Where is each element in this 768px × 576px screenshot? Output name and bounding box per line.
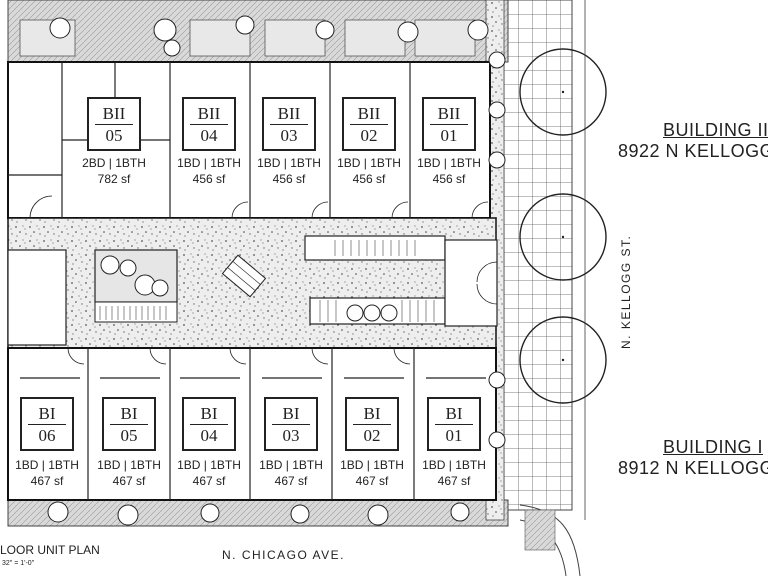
unit-number-label: 02 xyxy=(360,125,378,145)
unit-building-label: BI xyxy=(282,403,300,423)
building-i-footprint xyxy=(7,347,497,501)
unit-building-label: BII xyxy=(277,103,301,123)
unit-area: 467 sf xyxy=(437,474,471,488)
unit-area: 467 sf xyxy=(274,474,308,488)
unit-area: 467 sf xyxy=(355,474,389,488)
unit-number-label: 03 xyxy=(282,425,300,445)
unit-info-bi-01: 1BD | 1BTH 467 sf xyxy=(416,457,492,489)
unit-building-label: BI xyxy=(363,403,381,423)
shrubs xyxy=(47,15,506,526)
unit-info-bii-03: 1BD | 1BTH 456 sf xyxy=(251,155,327,187)
unit-info-bi-05: 1BD | 1BTH 467 sf xyxy=(91,457,167,489)
unit-layout: 1BD | 1BTH xyxy=(337,156,401,170)
unit-info-bii-01: 1BD | 1BTH 456 sf xyxy=(411,155,487,187)
unit-info-bi-02: 1BD | 1BTH 467 sf xyxy=(334,457,410,489)
unit-number-label: 02 xyxy=(363,425,381,445)
unit-building-label: BI xyxy=(38,403,56,423)
unit-building-label: BII xyxy=(197,103,221,123)
building-i-label: BUILDING I 8912 N KELLOGG xyxy=(618,437,768,479)
unit-number-label: 05 xyxy=(120,425,138,445)
sidewalk-paving xyxy=(499,0,573,511)
unit-number-label: 04 xyxy=(200,425,218,445)
unit-area: 456 sf xyxy=(192,172,226,186)
courtyard-bench xyxy=(221,254,267,298)
unit-info-bi-04: 1BD | 1BTH 467 sf xyxy=(171,457,247,489)
unit-info-bii-02: 1BD | 1BTH 456 sf xyxy=(331,155,407,187)
unit-building-label: BII xyxy=(437,103,461,123)
unit-layout: 1BD | 1BTH xyxy=(422,458,486,472)
unit-info-bii-04: 1BD | 1BTH 456 sf xyxy=(171,155,247,187)
unit-building-label: BI xyxy=(120,403,138,423)
building-i-address: 8912 N KELLOGG xyxy=(618,458,768,478)
unit-number-label: 06 xyxy=(38,425,56,445)
building-ii-label: BUILDING II 8922 N KELLOGG xyxy=(618,120,768,162)
west-entry-block xyxy=(7,249,67,346)
unit-area: 467 sf xyxy=(112,474,146,488)
unit-layout: 1BD | 1BTH xyxy=(257,156,321,170)
plan-title: LOOR UNIT PLAN xyxy=(0,543,100,557)
building-i-name: BUILDING I xyxy=(663,437,764,457)
unit-area: 467 sf xyxy=(30,474,64,488)
unit-info-bii-05: 2BD | 1BTH 782 sf xyxy=(76,155,152,187)
unit-layout: 1BD | 1BTH xyxy=(177,156,241,170)
unit-layout: 1BD | 1BTH xyxy=(340,458,404,472)
street-tree-circles xyxy=(519,48,607,404)
unit-layout: 1BD | 1BTH xyxy=(259,458,323,472)
unit-layout: 1BD | 1BTH xyxy=(97,458,161,472)
plan-scale: 32" = 1'-0" xyxy=(2,560,35,567)
unit-layout: 2BD | 1BTH xyxy=(82,156,146,170)
unit-info-bi-06: 1BD | 1BTH 467 sf xyxy=(9,457,85,489)
building-ii-address: 8922 N KELLOGG xyxy=(618,141,768,161)
street-label-kellogg: N. KELLOGG ST. xyxy=(619,234,633,349)
street-label-chicago: N. CHICAGO AVE. xyxy=(222,548,345,562)
unit-building-label: BII xyxy=(357,103,381,123)
unit-number-label: 05 xyxy=(105,125,123,145)
unit-layout: 1BD | 1BTH xyxy=(15,458,79,472)
unit-number-label: 03 xyxy=(280,125,298,145)
building-ii-name: BUILDING II xyxy=(663,120,768,140)
unit-number-label: 01 xyxy=(440,125,458,145)
unit-layout: 1BD | 1BTH xyxy=(177,458,241,472)
unit-area: 456 sf xyxy=(352,172,386,186)
unit-number-label: 01 xyxy=(445,425,463,445)
unit-info-bi-03: 1BD | 1BTH 467 sf xyxy=(253,457,329,489)
unit-building-label: BII xyxy=(102,103,126,123)
unit-number-label: 04 xyxy=(200,125,218,145)
unit-area: 467 sf xyxy=(192,474,226,488)
unit-area: 782 sf xyxy=(97,172,131,186)
east-entry-passage xyxy=(444,239,498,327)
unit-building-label: BI xyxy=(445,403,463,423)
unit-layout: 1BD | 1BTH xyxy=(417,156,481,170)
south-landscape-strip xyxy=(7,499,509,527)
unit-area: 456 sf xyxy=(432,172,466,186)
unit-building-label: BI xyxy=(200,403,218,423)
unit-area: 456 sf xyxy=(272,172,306,186)
